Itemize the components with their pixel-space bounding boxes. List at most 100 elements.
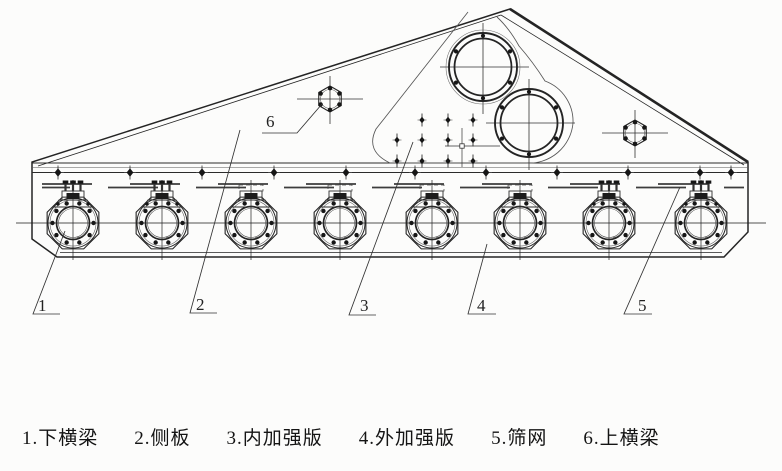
bracket-core bbox=[513, 193, 527, 199]
bolt-head bbox=[624, 168, 632, 177]
leader-lines bbox=[32, 103, 681, 316]
ring-bolt bbox=[507, 49, 513, 54]
plate-outline bbox=[31, 7, 749, 258]
vibrator-holes-layer bbox=[440, 23, 575, 170]
ring-bolt bbox=[480, 33, 486, 38]
flange-bolt bbox=[613, 240, 618, 245]
flange-bolt bbox=[719, 220, 724, 226]
flange-bolt bbox=[423, 201, 428, 206]
callout-number-5: 5 bbox=[638, 296, 647, 315]
ring-bolt bbox=[453, 80, 459, 85]
grid-hole-cross bbox=[443, 113, 453, 127]
grid-hole-cross bbox=[468, 133, 478, 147]
leader-1 bbox=[32, 230, 66, 315]
cross-dot bbox=[419, 116, 425, 124]
bracket-dashed-outline bbox=[327, 184, 353, 192]
hex-bolts-layer bbox=[297, 76, 668, 158]
legend-caption: 1.下横梁 2.侧板 3.内加强版 4.外加强版 5.筛网 6.上横梁 bbox=[22, 423, 660, 450]
screen-deck-band bbox=[32, 162, 748, 189]
cross-dot bbox=[445, 116, 451, 124]
outer-ring bbox=[494, 88, 564, 158]
bolt-head bbox=[54, 168, 62, 177]
flange-bolt bbox=[265, 232, 270, 238]
stud-cap bbox=[151, 180, 158, 184]
flange-hole-assembly bbox=[313, 180, 367, 260]
plate-bolt-left bbox=[684, 202, 688, 206]
flange-bolt bbox=[64, 240, 69, 245]
stud-cap bbox=[606, 180, 612, 184]
flange-bolt bbox=[682, 208, 687, 214]
grid-hole-cross bbox=[392, 133, 402, 147]
hex-corner-bolt bbox=[318, 91, 323, 96]
bracket-core bbox=[602, 193, 616, 199]
plate-bolt-right bbox=[86, 202, 90, 206]
cross-dot bbox=[419, 136, 425, 144]
beam-hole bbox=[322, 205, 358, 241]
datum-square bbox=[459, 143, 465, 149]
flange-hole-assembly bbox=[224, 180, 278, 260]
caption-item-2: 2.侧板 bbox=[134, 428, 191, 449]
beam-edge-arc bbox=[165, 229, 178, 239]
cross-dot bbox=[470, 116, 476, 124]
callout-numbers: 1 2 3 4 5 6 bbox=[38, 112, 647, 315]
beam-hole bbox=[502, 205, 538, 241]
grid-holes-layer bbox=[392, 113, 500, 168]
plate-bolt-right bbox=[622, 202, 626, 206]
flange-hole-assembly bbox=[674, 180, 728, 260]
hex-corner-bolt bbox=[327, 107, 333, 113]
flange-bolt bbox=[446, 208, 451, 214]
stud-cap bbox=[159, 180, 165, 184]
ring-bolt bbox=[480, 96, 486, 101]
bracket-core bbox=[333, 193, 347, 199]
flange-bolt bbox=[54, 208, 59, 214]
flange-bolt bbox=[682, 232, 687, 238]
beam-hole-inner bbox=[325, 208, 355, 238]
flange-bolt bbox=[354, 208, 359, 214]
cross-dot bbox=[419, 157, 425, 165]
deck-bolts-layer bbox=[52, 165, 737, 180]
flange-bolt bbox=[715, 208, 720, 214]
grid-hole-cross bbox=[468, 154, 478, 168]
cross-dot bbox=[470, 136, 476, 144]
bracket-core bbox=[425, 193, 439, 199]
flange-bolt bbox=[344, 240, 349, 245]
ring-bolt bbox=[499, 136, 505, 141]
beam-hole-inner bbox=[147, 208, 177, 238]
flange-bolt bbox=[623, 232, 628, 238]
flange-hole-assembly bbox=[493, 180, 547, 260]
flange-bolt bbox=[600, 240, 605, 245]
flange-bolt bbox=[344, 201, 349, 206]
bracket-plate bbox=[142, 199, 182, 208]
flange-bolt bbox=[265, 208, 270, 214]
grid-hole-cross bbox=[468, 113, 478, 127]
bracket-core bbox=[694, 193, 708, 199]
caption-item-6: 6.上横梁 bbox=[583, 428, 660, 449]
stud-cap bbox=[705, 180, 712, 184]
flange-bolt bbox=[524, 201, 529, 206]
bolt-head bbox=[553, 168, 561, 177]
beam-edge-arc bbox=[254, 229, 267, 239]
flange-bolt bbox=[87, 232, 92, 238]
flange-bolt bbox=[143, 232, 148, 238]
flange-bolt bbox=[590, 232, 595, 238]
beam-hole-inner bbox=[505, 208, 535, 238]
beam-hole-inner bbox=[594, 208, 624, 238]
stud-cap bbox=[690, 180, 697, 184]
deck-bolt bbox=[622, 165, 634, 180]
beam-edge-arc bbox=[435, 229, 448, 239]
datum-cross bbox=[445, 128, 500, 167]
flange-bolt bbox=[176, 208, 181, 214]
flange-bolt bbox=[242, 240, 247, 245]
deck-bolt bbox=[409, 165, 421, 180]
flange-bolt bbox=[153, 240, 158, 245]
hex-corner-bolt bbox=[642, 136, 647, 141]
beam-hole bbox=[683, 205, 719, 241]
caption-item-4: 4.外加强版 bbox=[358, 428, 456, 449]
assembly-drawing: 1 2 3 4 5 6 bbox=[16, 7, 766, 316]
stud-cap bbox=[598, 180, 605, 184]
bolt-head bbox=[696, 168, 704, 177]
flange-bolt bbox=[501, 208, 506, 214]
bracket-plate bbox=[500, 199, 540, 208]
flange-bolt bbox=[413, 232, 418, 238]
callout-number-4: 4 bbox=[477, 296, 486, 315]
